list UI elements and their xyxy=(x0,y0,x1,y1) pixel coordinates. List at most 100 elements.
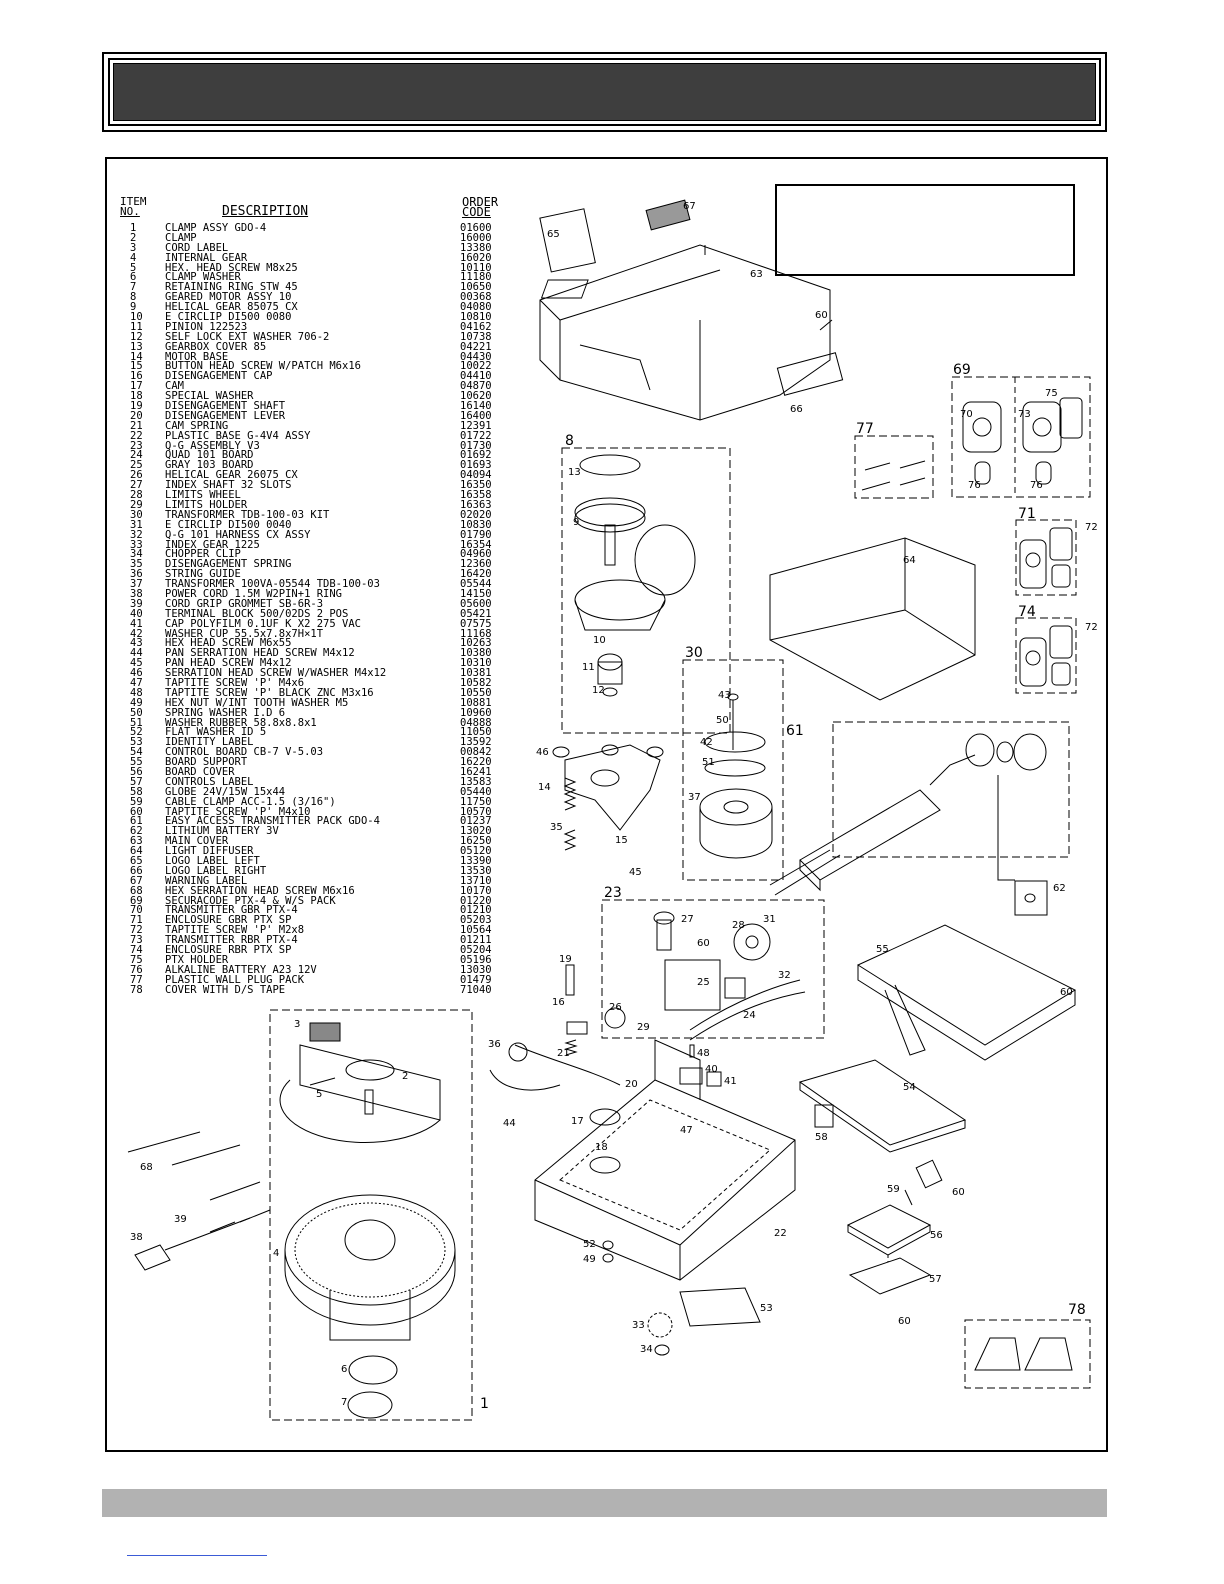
callout-label: 75 xyxy=(1045,388,1058,399)
item-order-code: 05196 xyxy=(460,953,492,966)
item-order-code: 16140 xyxy=(460,400,492,413)
item-order-code: 01790 xyxy=(460,528,492,541)
group-label-30: 30 xyxy=(685,645,703,661)
item-order-code: 10263 xyxy=(460,637,492,650)
item-number: 67 xyxy=(130,874,143,887)
callout-label: 76 xyxy=(1030,480,1043,491)
item-number: 57 xyxy=(130,775,143,788)
item-order-code: 05421 xyxy=(460,607,492,620)
item-order-code: 04221 xyxy=(460,340,492,353)
item-number: 23 xyxy=(130,439,143,452)
item-description: IDENTITY LABEL xyxy=(165,736,254,749)
callout-label: 31 xyxy=(763,914,776,925)
item-number: 4 xyxy=(130,251,137,264)
group-label-74: 74 xyxy=(1018,604,1036,620)
header-order: ORDER xyxy=(462,195,499,209)
callout-label: 51 xyxy=(702,757,715,768)
item-description: WASHER RUBBER 58.8x8.8x1 xyxy=(165,716,317,729)
item-number: 66 xyxy=(130,864,143,877)
item-description: INDEX GEAR 1225 xyxy=(165,538,260,551)
item-number: 56 xyxy=(130,765,143,778)
item-description: FLAT WASHER ID 5 xyxy=(165,726,267,739)
callout-label: 54 xyxy=(903,1082,916,1093)
group-label-71: 71 xyxy=(1018,506,1036,522)
wall-plugs-part xyxy=(861,460,926,491)
board-cover-part xyxy=(846,1204,932,1295)
item-order-code: 04888 xyxy=(460,716,492,729)
item-number: 12 xyxy=(130,330,143,343)
warning-label-part xyxy=(645,199,691,231)
item-order-code: 01210 xyxy=(460,904,492,917)
group-label-23: 23 xyxy=(604,885,622,901)
group-78-box xyxy=(964,1319,1091,1389)
item-order-code: 10022 xyxy=(460,360,492,373)
item-description: GEARBOX COVER 85 xyxy=(165,340,267,353)
item-order-code: 01479 xyxy=(460,973,492,986)
item-description: CORD GRIP GROMMET SB-6R-3 xyxy=(165,597,324,610)
callout-label: 15 xyxy=(615,835,628,846)
callout-label: 25 xyxy=(697,977,710,988)
item-number: 75 xyxy=(130,953,143,966)
callout-label: 14 xyxy=(538,782,551,793)
item-order-code: 16354 xyxy=(460,538,492,551)
callout-label: 17 xyxy=(571,1116,584,1127)
item-number: 41 xyxy=(130,617,143,630)
title-banner xyxy=(102,52,1107,132)
callout-label: 68 xyxy=(140,1162,153,1173)
item-order-code: 10570 xyxy=(460,805,492,818)
transmitter-pack-part xyxy=(962,397,1083,485)
lithium-battery-box xyxy=(1014,880,1048,916)
callout-label: 4 xyxy=(273,1248,279,1259)
item-number: 60 xyxy=(130,805,143,818)
callout-label: 27 xyxy=(681,914,694,925)
item-description: TRANSMITTER GBR PTX-4 xyxy=(165,904,298,917)
callout-label: 22 xyxy=(774,1228,787,1239)
item-number: 49 xyxy=(130,696,143,709)
item-description: LIMITS WHEEL xyxy=(165,489,241,502)
item-description: CAM SPRING xyxy=(165,419,229,432)
item-number: 19 xyxy=(130,400,143,413)
item-number: 71 xyxy=(130,914,143,927)
title-banner-fill xyxy=(113,63,1096,121)
item-order-code: 16358 xyxy=(460,489,492,502)
group-30-box xyxy=(682,659,784,881)
item-description: HELICAL GEAR 85075 CX xyxy=(165,301,298,314)
item-description: COVER WITH D/S TAPE xyxy=(165,983,286,996)
callout-label: 36 xyxy=(488,1039,501,1050)
item-description: POWER CORD 1.5M W2PIN+1 RING xyxy=(165,587,343,600)
item-number: 62 xyxy=(130,825,143,838)
item-number: 40 xyxy=(130,607,143,620)
item-number: 3 xyxy=(130,241,137,254)
group-77-box xyxy=(854,435,934,499)
callout-label: 76 xyxy=(968,480,981,491)
item-number: 37 xyxy=(130,578,143,591)
item-number: 14 xyxy=(130,350,143,363)
item-description: DISENGAGEMENT SPRING xyxy=(165,558,292,571)
callout-label: 21 xyxy=(557,1048,570,1059)
item-description: SPECIAL WASHER xyxy=(165,390,254,403)
item-order-code: 10170 xyxy=(460,884,492,897)
group-71-box xyxy=(1015,519,1077,596)
group-label-77: 77 xyxy=(856,421,874,437)
item-order-code: 01693 xyxy=(460,459,492,472)
